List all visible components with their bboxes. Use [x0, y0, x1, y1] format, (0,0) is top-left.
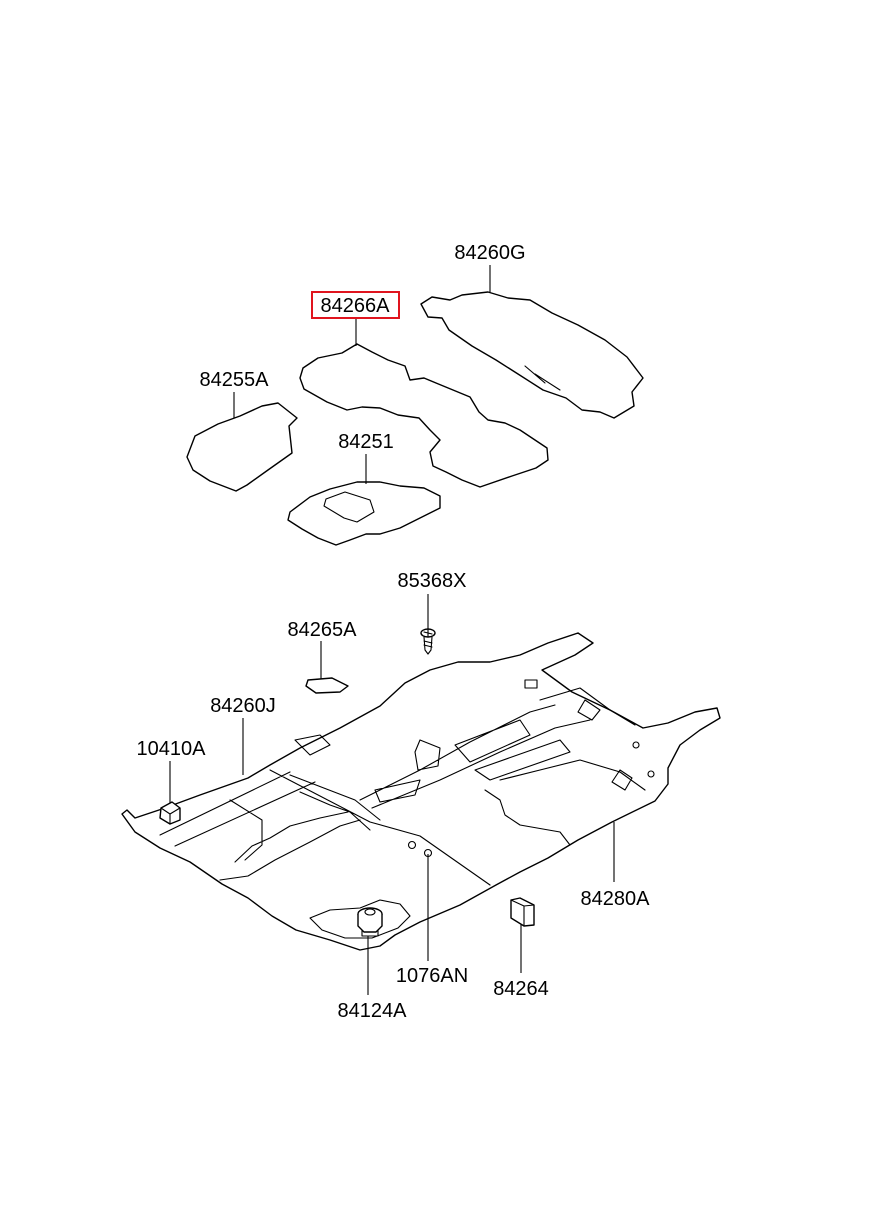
label-84124a[interactable]: 84124A	[338, 1000, 408, 1022]
label-84280a[interactable]: 84280A	[581, 888, 651, 910]
grommet-84124a[interactable]	[357, 907, 383, 937]
mat-84266a[interactable]	[299, 343, 549, 488]
label-1076an[interactable]: 1076AN	[396, 965, 468, 987]
label-84255a[interactable]: 84255A	[200, 369, 270, 391]
label-84265a[interactable]: 84265A	[288, 619, 358, 641]
label-10410a[interactable]: 10410A	[137, 738, 207, 760]
mat-84255a[interactable]	[186, 402, 298, 492]
carpet-tunnel-lines	[159, 687, 646, 939]
label-84260j[interactable]: 84260J	[210, 695, 276, 717]
mat-84251-heelpad	[323, 491, 375, 523]
label-84266a[interactable]: 84266A	[321, 295, 391, 317]
floor-carpet-84280a[interactable]	[121, 632, 721, 951]
pad-84264[interactable]	[510, 897, 535, 927]
carpet-hole-4	[647, 770, 655, 778]
pad-84265a[interactable]	[305, 677, 349, 694]
label-84251[interactable]: 84251	[338, 431, 394, 453]
label-84260g[interactable]: 84260G	[454, 242, 525, 264]
carpet-slot	[524, 679, 538, 689]
carpet-hole-1	[407, 840, 417, 850]
screw-85368x[interactable]	[420, 628, 436, 655]
highlight-box	[311, 291, 400, 319]
label-84264[interactable]: 84264	[493, 978, 549, 1000]
clip-10410a[interactable]	[159, 801, 181, 825]
mat-84251[interactable]	[287, 481, 441, 546]
carpet-hole-3	[632, 741, 640, 749]
label-85368x[interactable]: 85368X	[398, 570, 467, 592]
mat-84260g-seam	[524, 365, 561, 391]
mat-84260g[interactable]	[420, 291, 644, 419]
